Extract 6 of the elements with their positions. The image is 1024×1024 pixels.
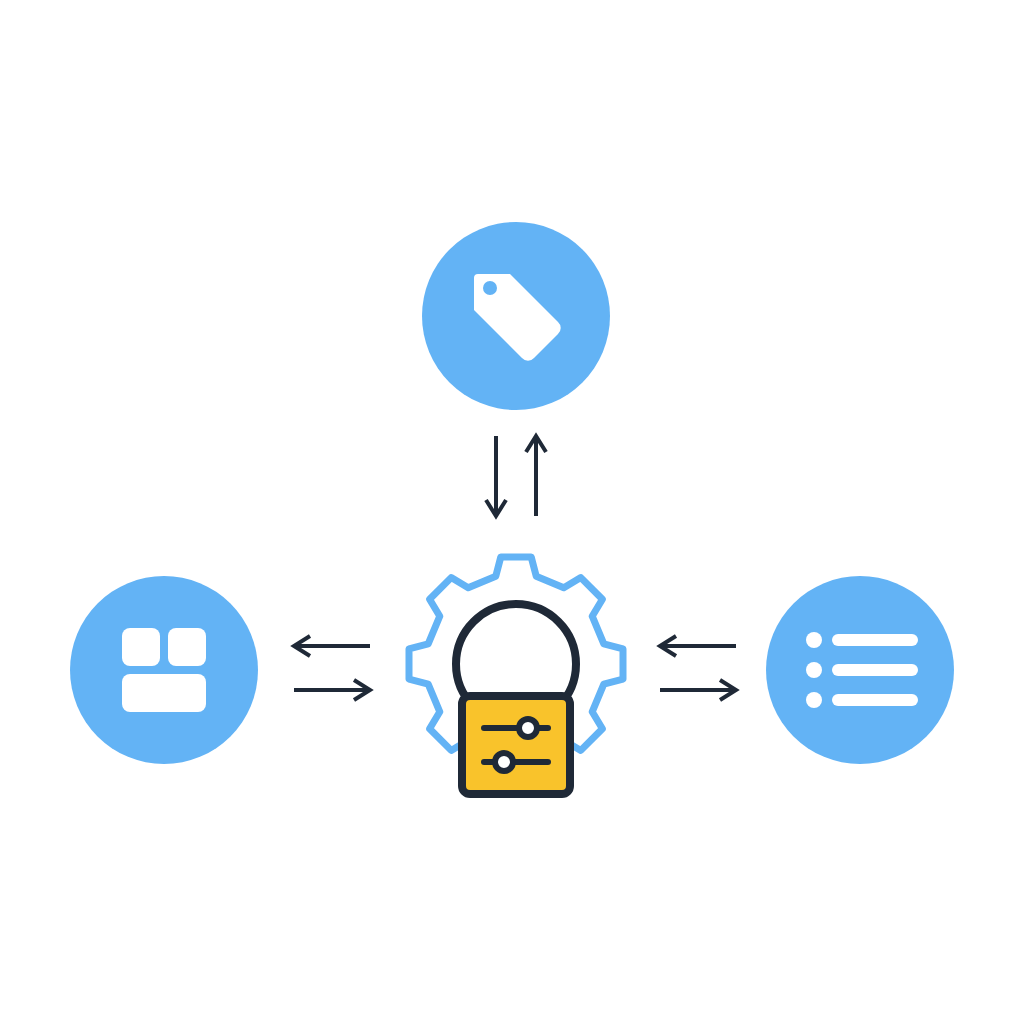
arrow xyxy=(658,634,736,658)
arrow xyxy=(292,634,370,658)
arrow xyxy=(524,434,548,516)
arrow xyxy=(294,678,372,702)
arrow xyxy=(484,436,508,518)
arrow xyxy=(660,678,738,702)
